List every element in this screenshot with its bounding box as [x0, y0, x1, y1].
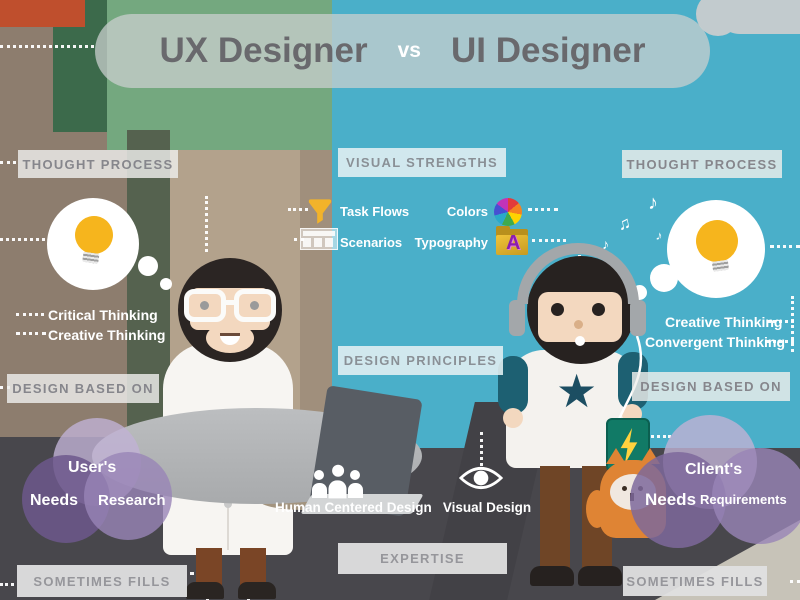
dotted-connector	[16, 313, 44, 316]
header-banner: UX Designer vs UI Designer	[95, 14, 710, 88]
venn-label: Needs	[645, 490, 697, 509]
ui-thought-process-tag: THOUGHT PROCESS	[622, 150, 782, 178]
dotted-connector	[480, 432, 483, 466]
visual-design-label: Visual Design	[442, 500, 532, 515]
ux-shoe	[238, 582, 276, 599]
color-wheel-icon	[494, 198, 522, 226]
venn-circle	[84, 452, 172, 540]
background-orange-block	[0, 0, 85, 27]
task-flows-label: Task Flows	[340, 204, 410, 219]
human-centered-design-label: Human Centered Design	[275, 500, 432, 515]
ux-thinking-item: Critical Thinking	[48, 307, 158, 323]
dotted-connector	[0, 45, 94, 48]
thought-bubble-trail	[160, 278, 172, 290]
ux-smile	[220, 333, 240, 345]
venn-circle	[712, 448, 800, 544]
dotted-connector	[791, 296, 794, 352]
venn-label: Requirements	[700, 492, 787, 507]
ui-title: UI Designer	[450, 31, 646, 70]
thought-bubble-trail	[138, 256, 158, 276]
ux-pants-leg	[240, 548, 266, 588]
expertise-tag: EXPERTISE	[338, 543, 507, 574]
star-icon: ★	[556, 365, 598, 417]
ui-shoe	[530, 566, 574, 586]
ui-eye	[592, 303, 605, 316]
dotted-connector	[0, 583, 14, 586]
venn-label: User's	[68, 459, 117, 476]
typography-label: Typography	[414, 235, 488, 250]
dotted-connector	[532, 239, 566, 242]
ux-design-based-on-tag: DESIGN BASED ON	[7, 374, 159, 403]
dotted-connector	[205, 196, 208, 252]
ux-shoe	[186, 582, 224, 599]
ui-thinking-item: Convergent Thinking	[645, 334, 785, 350]
ux-title: UX Designer	[159, 31, 368, 70]
visual-strengths-tag: VISUAL STRENGTHS	[338, 148, 506, 177]
ui-sleeve	[498, 356, 528, 414]
dotted-connector	[16, 332, 46, 335]
eye-icon	[459, 467, 503, 489]
venn-label: Client's	[685, 461, 743, 478]
ui-eye	[551, 303, 564, 316]
ui-hand	[503, 408, 523, 428]
ui-nose	[574, 320, 583, 329]
dotted-connector	[770, 245, 800, 248]
ux-thought-process-tag: THOUGHT PROCESS	[18, 150, 178, 178]
cloud-icon	[696, 0, 800, 36]
ux-eye	[200, 301, 209, 310]
ux-thinking-item: Creative Thinking	[48, 327, 166, 343]
dotted-connector	[0, 161, 16, 164]
typography-letter: A	[506, 232, 521, 254]
dotted-connector	[0, 238, 45, 241]
dotted-connector	[294, 238, 304, 241]
ui-pants-leg	[540, 466, 570, 570]
dotted-connector	[288, 208, 308, 211]
headphone-cup	[509, 300, 525, 336]
ui-shoe	[578, 566, 622, 586]
colors-label: Colors	[446, 204, 488, 219]
ux-coat-button	[224, 500, 232, 508]
dotted-connector	[766, 340, 794, 343]
ux-sometimes-fills-tag: SOMETIMES FILLS	[17, 565, 187, 597]
ux-eye	[250, 301, 259, 310]
dotted-connector	[0, 386, 10, 389]
dotted-connector	[768, 320, 794, 323]
ux-pants-leg	[196, 548, 222, 588]
cat-ear	[606, 448, 626, 464]
typography-folder-icon: A	[496, 226, 528, 256]
thought-bubble-trail	[650, 264, 678, 292]
music-note-icon: ♪	[648, 192, 658, 214]
wireframe-icon	[300, 228, 338, 250]
dotted-connector	[790, 580, 800, 583]
ui-design-based-on-tag: DESIGN BASED ON	[632, 372, 790, 401]
dotted-connector	[528, 208, 558, 211]
headphone-cup	[630, 300, 646, 336]
people-group-icon	[308, 464, 366, 499]
funnel-icon	[308, 199, 332, 224]
ui-sometimes-fills-tag: SOMETIMES FILLS	[623, 566, 767, 596]
ui-thinking-item: Creative Thinking	[665, 314, 783, 330]
glasses-icon	[184, 289, 226, 322]
cat-eye	[622, 486, 627, 491]
ui-mouth	[575, 336, 585, 346]
venn-circle	[630, 452, 726, 548]
scenarios-label: Scenarios	[340, 235, 403, 250]
design-principles-tag: DESIGN PRINCIPLES	[338, 346, 503, 375]
glasses-bridge	[225, 300, 235, 305]
venn-label: Needs	[30, 492, 79, 509]
venn-label: Research	[98, 492, 166, 509]
vs-label: vs	[397, 39, 421, 62]
music-note-icon: ♪	[602, 236, 609, 252]
